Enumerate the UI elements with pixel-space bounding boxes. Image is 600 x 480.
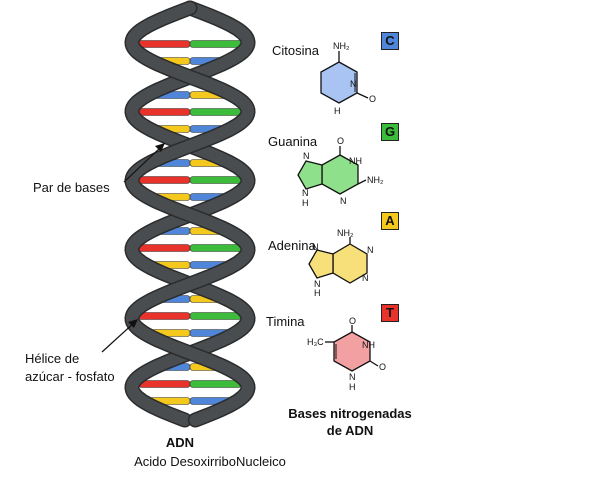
base-pair-segment: [189, 312, 242, 320]
base-pair-segment: [137, 176, 191, 184]
bases-title-line2: de ADN: [326, 423, 374, 438]
dna-title: ADN: [165, 435, 195, 450]
badge-c: C: [381, 32, 399, 50]
helix-arrow-head: [128, 319, 138, 328]
bases-title-line1: Bases nitrogenadas: [288, 406, 412, 421]
base-pair-segment: [189, 380, 242, 388]
base-pair-segment: [189, 176, 243, 184]
backbone-strand-2: [125, 2, 255, 426]
badge-g: G: [381, 123, 399, 141]
annotation-arrows: [101, 143, 165, 353]
helix-arrow: [101, 321, 136, 353]
base-pair-segment: [138, 312, 191, 320]
base-pair-arrow: [123, 145, 163, 183]
base-pair-segment: [189, 108, 243, 116]
base-pair-segment: [189, 40, 243, 48]
sugar-phosphate-strands: [124, 0, 256, 428]
badge-a: A: [381, 212, 399, 230]
base-pair-segment: [138, 380, 191, 388]
base-pair-label: Par de bases: [33, 180, 110, 195]
base-pair-segment: [189, 244, 243, 252]
helix-label-line2: azúcar - fosfato: [25, 369, 115, 384]
base-pair-segment: [137, 40, 191, 48]
base-name-guanine: Guanina: [268, 134, 318, 149]
base-pair-segment: [137, 244, 191, 252]
badge-t: T: [381, 304, 399, 322]
helix-label-line1: Hélice de: [25, 351, 80, 366]
dna-subtitle: Acido DesoxirriboNucleico: [134, 454, 286, 469]
base-pair-arrow-head: [155, 143, 165, 152]
base-name-adenine: Adenina: [268, 238, 316, 253]
base-name-cytosine: Citosina: [272, 43, 319, 58]
base-pair-segment: [137, 108, 191, 116]
base-name-thymine: Timina: [266, 314, 305, 329]
